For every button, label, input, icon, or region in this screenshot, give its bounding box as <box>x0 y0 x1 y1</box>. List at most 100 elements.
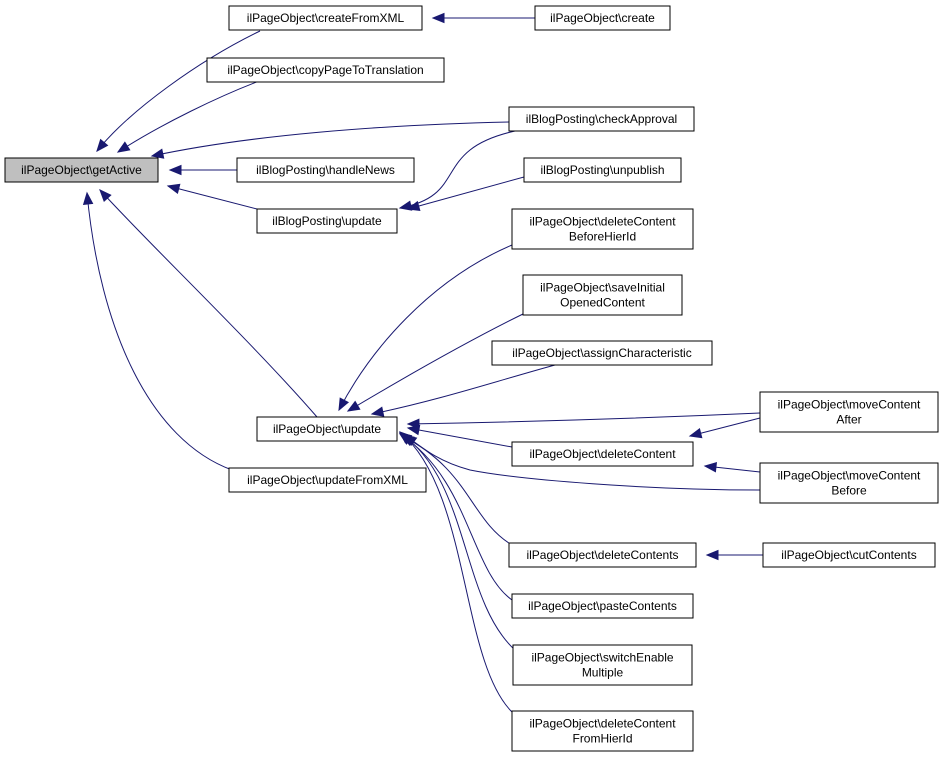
node-pasteContents[interactable]: ilPageObject\pasteContents <box>511 593 694 619</box>
node-deleteContents[interactable]: ilPageObject\deleteContents <box>508 542 697 568</box>
node-label: ilPageObject\deleteContent <box>529 717 676 731</box>
node-createFromXML[interactable]: ilPageObject\createFromXML <box>228 5 423 31</box>
node-box[interactable] <box>508 542 697 568</box>
node-box[interactable] <box>236 157 415 183</box>
node-getActive[interactable]: ilPageObject\getActive <box>4 157 159 183</box>
node-label: Multiple <box>582 666 624 680</box>
arrowhead <box>166 183 181 194</box>
edge-checkApproval-to-getActive <box>150 121 510 159</box>
node-label: ilBlogPosting\update <box>272 214 382 228</box>
node-label: After <box>836 413 861 427</box>
node-cutContents[interactable]: ilPageObject\cutContents <box>762 542 936 568</box>
edge-deleteContentFromHierId-to-pageUpdate <box>399 431 513 713</box>
node-box[interactable] <box>511 441 694 467</box>
node-unpublish[interactable]: ilBlogPosting\unpublish <box>523 157 682 183</box>
node-label: ilPageObject\switchEnable <box>531 651 673 665</box>
node-label: ilPageObject\update <box>273 422 381 436</box>
node-box[interactable] <box>759 391 939 433</box>
node-label: ilPageObject\moveContent <box>778 469 921 483</box>
edge-saveInitialOpenedContent-to-pageUpdate <box>346 312 526 412</box>
edge-copyPageToTranslation-to-getActive <box>116 76 271 153</box>
node-box[interactable] <box>511 710 694 752</box>
node-box[interactable] <box>511 593 694 619</box>
edge-createFromXML-to-getActive <box>96 30 261 153</box>
node-assignCharacteristic[interactable]: ilPageObject\assignCharacteristic <box>491 340 713 366</box>
node-box[interactable] <box>256 416 398 442</box>
node-label: ilPageObject\pasteContents <box>528 599 677 613</box>
arrowhead <box>116 141 131 153</box>
arrowhead <box>168 164 182 176</box>
edge-pageUpdate-to-getActive <box>99 189 318 418</box>
node-checkApproval[interactable]: ilBlogPosting\checkApproval <box>508 106 695 132</box>
arrowhead <box>82 191 94 205</box>
node-box[interactable] <box>523 157 682 183</box>
node-create[interactable]: ilPageObject\create <box>534 5 671 31</box>
arrowhead <box>703 462 718 473</box>
node-label: ilPageObject\deleteContents <box>526 548 678 562</box>
edge-switchEnableMultiple-to-pageUpdate <box>398 432 516 651</box>
node-box[interactable] <box>511 208 694 250</box>
node-label: ilPageObject\deleteContent <box>529 215 676 229</box>
node-label: BeforeHierId <box>569 230 636 244</box>
node-label: ilPageObject\createFromXML <box>247 11 405 25</box>
node-box[interactable] <box>228 5 423 31</box>
node-label: ilPageObject\create <box>550 11 655 25</box>
node-box[interactable] <box>512 644 693 686</box>
arrowhead <box>399 431 413 444</box>
node-box[interactable] <box>522 274 683 316</box>
edge-create-to-createFromXML <box>431 12 535 24</box>
arrowhead <box>150 148 165 159</box>
edge-line <box>399 130 516 209</box>
arrowhead <box>406 424 421 436</box>
edge-deleteContent-to-pageUpdate <box>406 424 513 448</box>
node-label: ilBlogPosting\unpublish <box>540 163 664 177</box>
edge-moveContentBefore-to-deleteContent <box>703 462 761 473</box>
edge-line <box>151 121 510 157</box>
node-deleteContent[interactable]: ilPageObject\deleteContent <box>511 441 694 467</box>
node-label: ilPageObject\updateFromXML <box>247 473 408 487</box>
node-handleNews[interactable]: ilBlogPosting\handleNews <box>236 157 415 183</box>
edge-unpublish-to-blogUpdate <box>406 176 525 211</box>
edge-line <box>117 76 271 153</box>
edge-cutContents-to-deleteContents <box>705 549 763 561</box>
node-box[interactable] <box>508 106 695 132</box>
edge-moveContentAfter-to-deleteContent <box>688 417 761 439</box>
edge-line <box>407 176 525 210</box>
edge-deleteContentBeforeHierId-to-pageUpdate <box>338 244 513 412</box>
edge-line <box>347 312 526 412</box>
node-box[interactable] <box>534 5 671 31</box>
node-pageUpdate[interactable]: ilPageObject\update <box>256 416 398 442</box>
node-box[interactable] <box>491 340 713 366</box>
edge-pasteContents-to-pageUpdate <box>398 433 513 601</box>
edge-line <box>399 431 513 713</box>
node-box[interactable] <box>762 542 936 568</box>
nodes-layer: ilPageObject\getActive ilPageObject\creat… <box>4 5 939 752</box>
node-copyPageToTranslation[interactable]: ilPageObject\copyPageToTranslation <box>206 57 445 83</box>
node-box[interactable] <box>206 57 445 83</box>
node-label: ilBlogPosting\checkApproval <box>526 112 677 126</box>
node-box[interactable] <box>759 462 939 504</box>
node-updateFromXML[interactable]: ilPageObject\updateFromXML <box>228 467 427 493</box>
edge-line <box>407 427 513 448</box>
node-box[interactable] <box>228 467 427 493</box>
node-label: ilPageObject\cutContents <box>781 548 916 562</box>
arrowhead <box>688 428 703 439</box>
edge-line <box>401 435 513 546</box>
node-box[interactable] <box>4 157 159 183</box>
node-blogUpdate[interactable]: ilBlogPosting\update <box>256 208 398 234</box>
edge-updateFromXML-to-getActive <box>82 191 233 471</box>
node-box[interactable] <box>256 208 398 234</box>
edges-layer <box>82 12 763 713</box>
edge-line <box>167 185 258 210</box>
arrowhead <box>338 397 350 412</box>
arrowhead <box>370 406 385 417</box>
edge-line <box>399 432 516 651</box>
arrowhead <box>346 400 361 412</box>
